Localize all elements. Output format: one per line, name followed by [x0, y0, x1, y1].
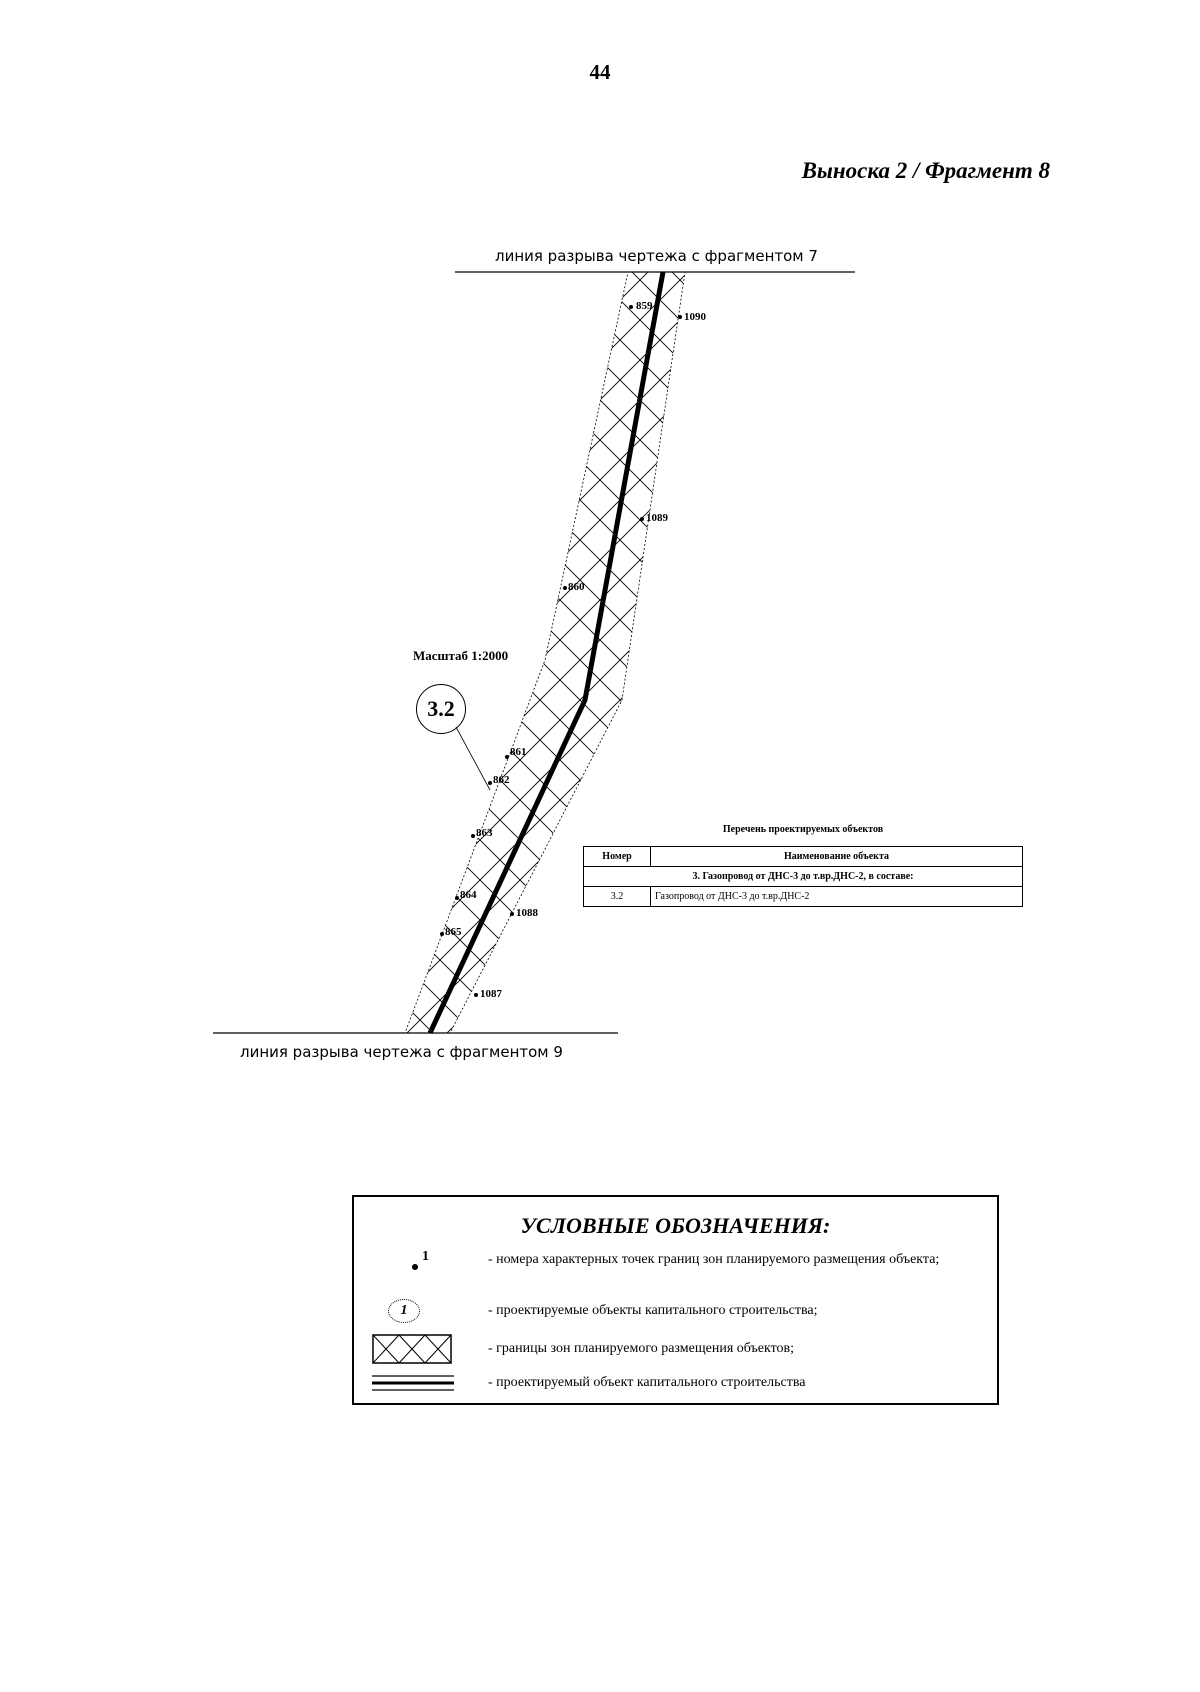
- objects-table-group: 3. Газопровод от ДНС-3 до т.вр.ДНС-2, в …: [583, 866, 1023, 887]
- objects-table-header-number: Номер: [583, 846, 651, 867]
- objects-table: Номер Наименование объекта 3. Газопровод…: [583, 846, 1023, 907]
- fragment-title: Выноска 2 / Фрагмент 8: [801, 158, 1050, 183]
- objects-table-header-row: Номер Наименование объекта: [583, 846, 1023, 867]
- legend-item-text: - проектируемый объект капитального стро…: [488, 1375, 806, 1390]
- scale-label: Масштаб 1:2000: [413, 648, 509, 663]
- table-row: 3.2 Газопровод от ДНС-3 до т.вр.ДНС-2: [583, 886, 1023, 907]
- object-circle-symbol: 1: [388, 1299, 420, 1323]
- point-label-865: 865: [445, 926, 462, 938]
- break-line-top-label: линия разрыва чертежа с фрагментом 7: [495, 247, 818, 265]
- objects-table-title: Перечень проектируемых объектов: [722, 824, 884, 835]
- object-marker-circle: 3.2: [416, 684, 466, 734]
- point-label-863: 863: [476, 827, 493, 839]
- objects-table-group-row: 3. Газопровод от ДНС-3 до т.вр.ДНС-2, в …: [583, 866, 1023, 887]
- point-symbol-icon: 1: [372, 1249, 454, 1289]
- legend-item-zones: - границы зон планируемого размещения об…: [354, 1334, 997, 1364]
- point-symbol-number: 1: [422, 1249, 429, 1264]
- object-circle-icon: 1: [372, 1299, 454, 1323]
- pipeline-centerline: [427, 271, 666, 1035]
- legend-item-points: 1 - номера характерных точек границ зон …: [354, 1249, 997, 1291]
- legend-item-pipeline: - проектируемый объект капитального стро…: [354, 1371, 997, 1395]
- point-label-860: 860: [568, 581, 585, 593]
- legend-item-text: - границы зон планируемого размещения об…: [488, 1341, 795, 1356]
- break-line-bottom-label: линия разрыва чертежа с фрагментом 9: [240, 1043, 563, 1061]
- point-label-1088: 1088: [516, 907, 538, 919]
- legend-title: УСЛОВНЫЕ ОБОЗНАЧЕНИЯ:: [520, 1213, 831, 1238]
- point-label-1090: 1090: [684, 311, 706, 323]
- point-label-1087: 1087: [480, 988, 502, 1000]
- point-dot-icon: [412, 1264, 418, 1270]
- objects-table-header-name: Наименование объекта: [650, 846, 1023, 867]
- point-markers: [440, 305, 682, 997]
- legend-box: УСЛОВНЫЕ ОБОЗНАЧЕНИЯ: 1 - номера характе…: [352, 1195, 999, 1405]
- point-label-861: 861: [510, 746, 527, 758]
- legend-item-objects: 1 - проектируемые объекты капитального с…: [354, 1299, 997, 1325]
- point-label-1089: 1089: [646, 512, 668, 524]
- pipeline-line-icon: [372, 1375, 454, 1391]
- point-label-864: 864: [460, 889, 477, 901]
- legend-item-text: - проектируемые объекты капитального стр…: [488, 1303, 818, 1318]
- point-label-859: 859: [636, 300, 653, 312]
- point-label-862: 862: [493, 774, 510, 786]
- page-number: 44: [589, 60, 611, 84]
- objects-table-cell-number: 3.2: [583, 886, 651, 907]
- crosshatch-zone-icon: [372, 1334, 452, 1364]
- objects-table-cell-name: Газопровод от ДНС-3 до т.вр.ДНС-2: [650, 886, 1023, 907]
- legend-item-text: - номера характерных точек границ зон пл…: [488, 1252, 940, 1267]
- object-leader-line: [455, 726, 491, 791]
